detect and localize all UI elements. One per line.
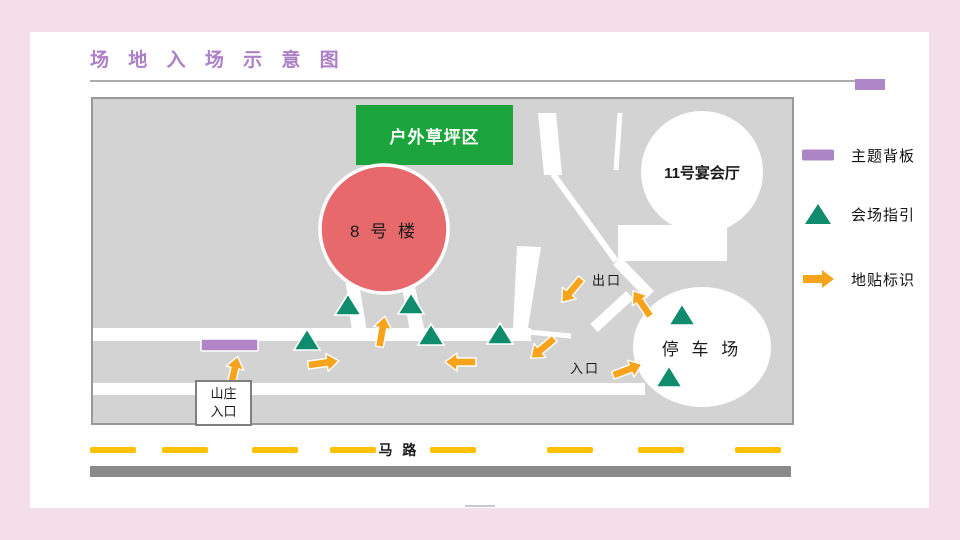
floor-sticker-arrow <box>444 352 477 372</box>
road-diagonal-thin <box>550 172 619 263</box>
venue-guide-triangle <box>292 327 322 351</box>
road-parking-exit <box>613 257 654 299</box>
road-dash <box>638 447 684 453</box>
road-dash <box>735 447 781 453</box>
venue-guide-triangle-icon <box>800 203 836 225</box>
map-shapes <box>93 105 771 407</box>
backdrop-swatch-icon <box>800 149 836 161</box>
road-vertical-thin <box>613 112 623 171</box>
road-junction-spur <box>516 328 572 339</box>
legend-row-venue-guide: 会场指引 <box>800 200 915 228</box>
road-junction-vertical <box>513 246 541 328</box>
page-title: 场 地 入 场 示 意 图 <box>90 50 346 71</box>
floor-sticker-arrow-icon <box>800 269 836 289</box>
venue-map: 户外草坪区 8 号 楼 11号宴会厅 停 车 场 出口 入口 山庄 入口 <box>91 97 794 426</box>
road-dash <box>162 447 208 453</box>
villa-entrance-line2: 入口 <box>210 404 237 419</box>
road-diagonal-band <box>538 113 562 175</box>
venue-guide-triangle <box>333 292 363 316</box>
exit-label: 出口 <box>591 272 622 288</box>
road-dash <box>90 447 136 453</box>
markers-layer <box>225 275 697 389</box>
venue-guide-triangle <box>485 321 515 345</box>
banquet-hall-circle <box>641 111 763 233</box>
venue-guide-triangle <box>416 322 446 346</box>
legend-row-backdrop: 主题背板 <box>800 141 915 169</box>
entrance-label: 入口 <box>569 360 600 376</box>
theme-backdrop-rect <box>200 338 259 352</box>
building8-circle <box>318 163 450 295</box>
road-label: 马 路 <box>376 440 422 459</box>
legend-label: 地贴标识 <box>851 271 916 289</box>
bottom-accent-line <box>465 505 495 507</box>
road-lower-horizontal <box>93 383 645 395</box>
road-solid-bar <box>90 466 791 477</box>
slide-content: 场 地 入 场 示 意 图 户外草坪区 8 号 <box>30 32 929 508</box>
corner-accent-rect <box>855 79 885 90</box>
lawn-label: 户外草坪区 <box>389 127 480 147</box>
venue-guide-triangle <box>396 291 426 315</box>
venue-guide-triangle <box>654 364 684 388</box>
road-dash <box>547 447 593 453</box>
villa-entrance-line1: 山庄 <box>210 386 237 402</box>
lawn-sign-rect <box>356 105 513 165</box>
floor-sticker-arrow <box>631 290 655 320</box>
floor-sticker-arrow <box>373 315 393 349</box>
floor-sticker-arrow <box>530 334 558 359</box>
building8-label: 8 号 楼 <box>350 221 418 241</box>
road-dash <box>430 447 476 453</box>
legend-label: 会场指引 <box>851 206 916 224</box>
legend-label: 主题背板 <box>851 147 916 165</box>
villa-entrance-box: 山庄 入口 <box>195 380 252 426</box>
venue-guide-triangle <box>667 302 697 326</box>
legend-row-floor-sticker: 地贴标识 <box>800 265 915 293</box>
banquet-hall-label: 11号宴会厅 <box>664 164 740 182</box>
road-dash <box>252 447 298 453</box>
road-parking-west <box>590 290 634 333</box>
road-dash <box>330 447 376 453</box>
title-underline <box>90 80 868 82</box>
floor-sticker-arrow <box>561 275 586 303</box>
floor-sticker-arrow <box>306 352 340 373</box>
floor-sticker-arrow <box>610 359 643 380</box>
parking-lot-label: 停 车 场 <box>661 339 743 359</box>
